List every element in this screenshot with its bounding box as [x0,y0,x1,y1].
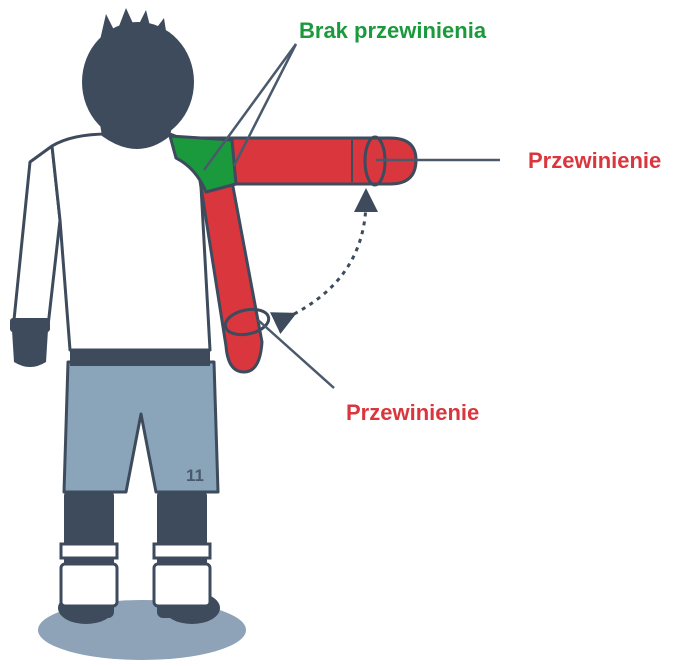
motion-arrow [286,200,366,318]
head [82,8,194,142]
socks [61,490,210,618]
label-offence-lowered-arm: Przewinienie [346,400,479,426]
label-no-offence: Brak przewinienia [299,18,486,44]
label-offence-raised-arm: Przewinienie [528,148,661,174]
left-arm [10,146,60,367]
leader-line-lower-arm [258,320,334,388]
shirt-number: 11 [186,466,204,486]
